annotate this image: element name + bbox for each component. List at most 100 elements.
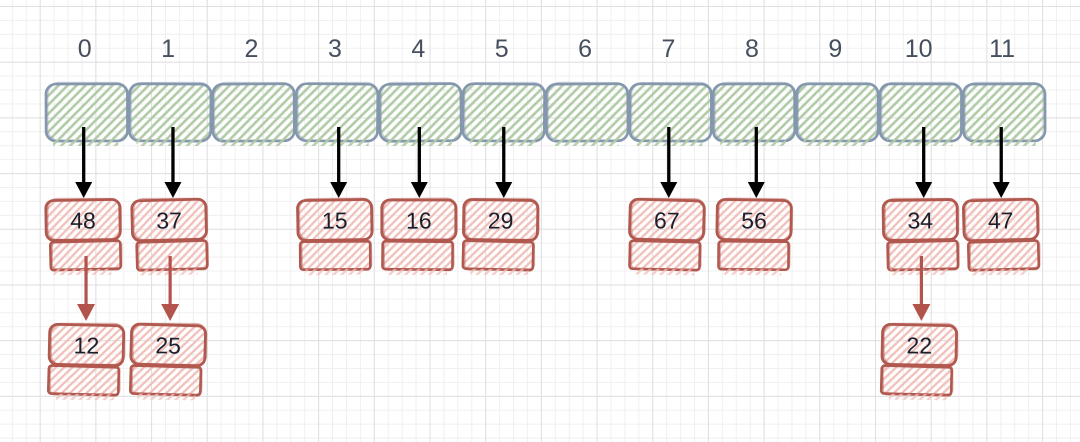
node-29-next-box: [461, 239, 535, 272]
node-25: 25: [129, 322, 208, 401]
node-15-value-box: [296, 198, 374, 242]
bucket-cell-7: [628, 82, 713, 143]
node-67: 67: [628, 197, 706, 276]
node-15: 15: [296, 197, 374, 276]
node-56: 56: [715, 197, 794, 276]
node-47-value-box: [961, 197, 1040, 243]
node-48-value-box-sketch-stroke: [46, 197, 123, 242]
node-47: 47: [961, 197, 1041, 276]
node-16-ink-spill: [389, 268, 448, 276]
node-16-value-box: [380, 198, 458, 242]
node-47-value: 47: [988, 207, 1014, 233]
node-67-value-box: [628, 197, 706, 243]
bucket-0: 0 48 12: [44, 35, 130, 401]
bucket-7: 7 67: [628, 35, 714, 276]
bucket-arrow-3-head: [330, 182, 348, 198]
bucket-cell-1-ink-spill: [136, 139, 202, 146]
next-arrow-34-to-22-head: [912, 304, 931, 321]
bucket-8: 8 56: [711, 35, 797, 276]
bucket-arrow-7-head: [660, 182, 678, 198]
bucket-cell-2: [211, 82, 296, 143]
bucket-index-label-3: 3: [328, 35, 342, 63]
node-34-ink-spill: [890, 268, 949, 276]
next-arrow-37-to-25-head: [161, 304, 180, 321]
node-47-ink-spill: [971, 268, 1030, 276]
bucket-arrow-1-head: [164, 182, 182, 198]
bucket-index-label-2: 2: [245, 35, 259, 63]
node-67-ink-spill: [635, 268, 695, 276]
node-25-value-box-sketch-stroke: [131, 322, 208, 367]
bucket-cell-3: [294, 82, 380, 143]
node-12-value: 12: [73, 332, 99, 358]
bucket-arrow-8-head: [747, 182, 765, 198]
node-29-value-box: [462, 198, 540, 242]
bucket-cell-6-ink-spill: [553, 139, 619, 146]
bucket-index-label-0: 0: [78, 35, 92, 63]
bucket-arrow-11-head: [992, 182, 1010, 198]
node-47-next-box: [966, 239, 1041, 272]
node-37-value: 37: [156, 207, 182, 233]
node-34-value-box: [881, 198, 959, 242]
node-47-value-box-sketch-stroke: [963, 197, 1040, 242]
bucket-3: 3 15: [294, 35, 380, 276]
node-15-value: 15: [322, 207, 348, 233]
node-22-next-box: [879, 364, 954, 397]
bucket-cell-8: [711, 82, 796, 143]
node-25-value-box: [129, 322, 207, 368]
bucket-index-label-8: 8: [745, 35, 759, 63]
bucket-cell-11: [962, 82, 1047, 143]
node-37-next-box: [135, 239, 209, 272]
bucket-cell-8-ink-spill: [720, 139, 786, 146]
bucket-arrow-4-head: [410, 182, 428, 198]
node-22: 22: [879, 322, 959, 401]
node-12-next-box: [46, 364, 121, 397]
node-56-value: 56: [741, 207, 767, 233]
bucket-cell-1: [128, 82, 213, 143]
bucket-arrow-0-head: [75, 182, 93, 198]
bucket-cell-3-ink-spill: [303, 139, 369, 146]
node-25-value: 25: [155, 332, 181, 358]
node-16: 16: [380, 197, 458, 276]
bucket-index-label-9: 9: [828, 35, 842, 63]
node-16-value: 16: [406, 207, 432, 233]
node-15-ink-spill: [305, 268, 364, 276]
node-48: 48: [44, 197, 123, 276]
node-29-ink-spill: [470, 268, 529, 276]
node-56-value-box-sketch-stroke: [717, 197, 794, 242]
bucket-cell-10-ink-spill: [887, 139, 953, 146]
bucket-index-label-5: 5: [495, 35, 509, 63]
bucket-index-label-6: 6: [578, 35, 592, 63]
node-37-value-box-sketch-stroke: [132, 197, 209, 242]
bucket-index-label-10: 10: [905, 35, 933, 63]
bucket-arrow-10-head: [915, 182, 933, 198]
bucket-index-label-7: 7: [662, 35, 676, 63]
node-48-value-box: [44, 198, 122, 242]
node-67-next-box: [628, 239, 702, 272]
node-15-value-box-sketch-stroke: [297, 197, 374, 242]
bucket-cell-0-ink-spill: [53, 139, 119, 146]
bucket-4: 4 16: [378, 35, 464, 276]
node-12: 12: [46, 322, 126, 401]
bucket-cell-9-ink-spill: [803, 139, 869, 146]
node-25-ink-spill: [137, 393, 196, 401]
bucket-cell-11-ink-spill: [970, 139, 1036, 146]
node-12-value-box: [47, 322, 126, 368]
bucket-index-label-4: 4: [411, 35, 425, 63]
node-48-ink-spill: [53, 268, 112, 276]
node-34: 34: [881, 197, 960, 276]
bucket-10: 10 34 22: [878, 35, 964, 401]
node-56-next-box: [717, 239, 790, 272]
bucket-6: 6: [544, 35, 630, 146]
node-48-value: 48: [70, 207, 96, 233]
bucket-index-label-1: 1: [161, 35, 175, 63]
node-34-value: 34: [907, 207, 933, 233]
bucket-cell-0: [44, 82, 129, 143]
bucket-cell-2-ink-spill: [219, 139, 286, 146]
bucket-9: 9: [795, 35, 880, 146]
node-22-value: 22: [906, 332, 932, 358]
bucket-5: 529: [461, 35, 547, 276]
bucket-cell-10: [878, 82, 963, 143]
node-12-ink-spill: [55, 393, 114, 401]
